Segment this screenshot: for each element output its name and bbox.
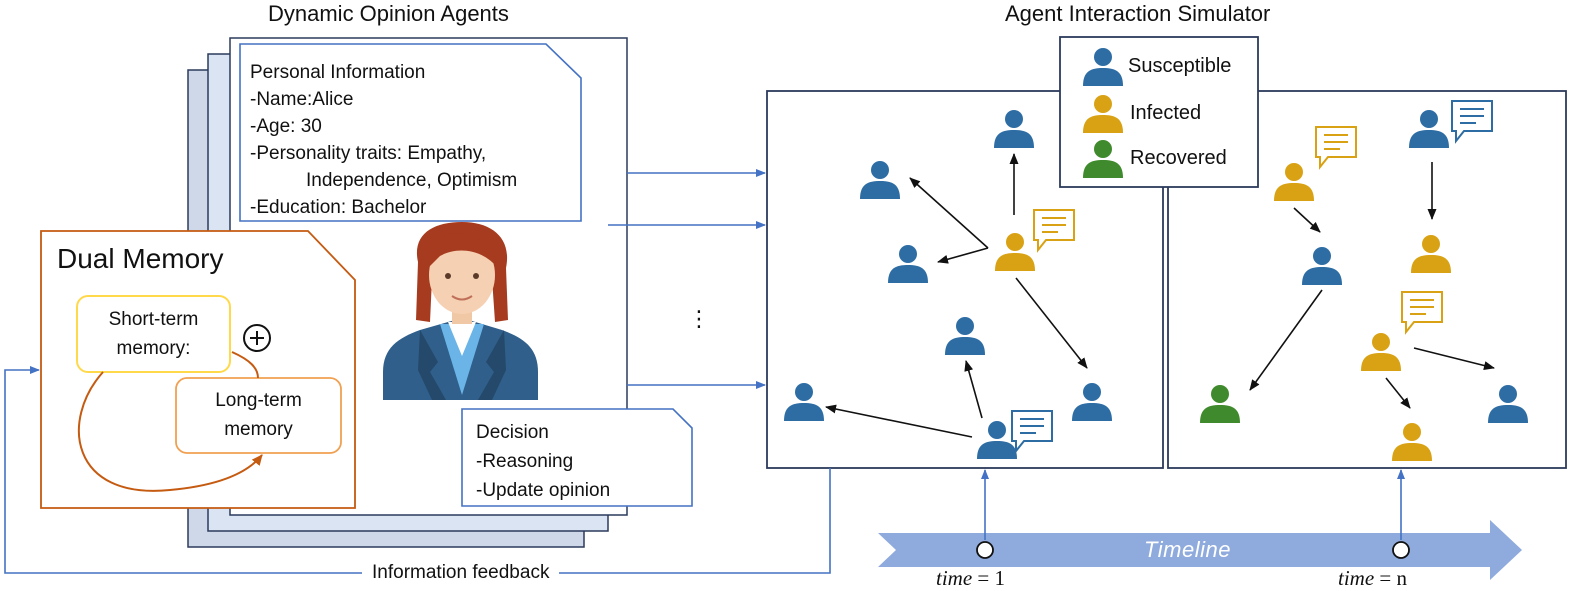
agent-node-susceptible bbox=[888, 245, 928, 283]
agent-node-susceptible bbox=[1072, 383, 1112, 421]
decision-heading: Decision bbox=[476, 422, 549, 443]
agent-node-susceptible bbox=[977, 421, 1017, 459]
personal-info-heading: Personal Information bbox=[250, 62, 426, 83]
personal-info-box bbox=[239, 43, 582, 222]
agent-node-infected bbox=[1392, 423, 1432, 461]
agent-node-infected bbox=[1361, 333, 1401, 371]
legend-infected-label: Infected bbox=[1130, 102, 1202, 124]
timeline-point-start bbox=[976, 541, 994, 559]
timeline-label: Timeline bbox=[1144, 537, 1231, 562]
decision-box bbox=[461, 408, 693, 507]
time-end-label: time = n bbox=[1338, 566, 1407, 590]
legend-recovered-label: Recovered bbox=[1130, 147, 1227, 169]
agent-nodes bbox=[784, 48, 1528, 461]
speech-bubble-icon bbox=[1011, 410, 1053, 454]
more-agents-ellipsis: ⋮ bbox=[688, 306, 710, 331]
timeline-point-end bbox=[1392, 541, 1410, 559]
speech-bubble-icon bbox=[1315, 126, 1357, 170]
dual-memory-title: Dual Memory bbox=[57, 243, 224, 274]
agent-node-susceptible bbox=[994, 110, 1034, 148]
decision-text: Decision -Reasoning -Update opinion bbox=[476, 418, 610, 505]
agent-node-susceptible bbox=[945, 317, 985, 355]
agent-node-susceptible bbox=[1409, 110, 1449, 148]
agent-node-infected bbox=[1411, 235, 1451, 273]
personal-info: Personal Information -Name:Alice -Age: 3… bbox=[250, 59, 517, 221]
agent-node-susceptible bbox=[860, 161, 900, 199]
personal-info-name: -Name:Alice bbox=[250, 89, 354, 110]
legend-susceptible-icon-susceptible bbox=[1083, 48, 1123, 86]
time-start-label: time = 1 bbox=[936, 566, 1005, 590]
personal-info-age: -Age: 30 bbox=[250, 116, 322, 137]
agents-panel-title: Dynamic Opinion Agents bbox=[268, 1, 509, 26]
agent-node-infected bbox=[1274, 163, 1314, 201]
agent-node-recovered bbox=[1200, 385, 1240, 423]
decision-update: -Update opinion bbox=[476, 480, 611, 501]
memory-cycle-arrow bbox=[77, 371, 263, 492]
agent-node-susceptible bbox=[1302, 247, 1342, 285]
speech-bubbles bbox=[1011, 100, 1493, 454]
decision-reasoning: -Reasoning bbox=[476, 451, 574, 472]
agent-node-infected bbox=[995, 233, 1035, 271]
short-term-memory-box bbox=[76, 295, 231, 373]
personal-info-education: -Education: Bachelor bbox=[250, 197, 427, 218]
information-feedback-line bbox=[4, 366, 831, 574]
woman-avatar-icon bbox=[383, 222, 538, 400]
legend-recovered-icon-recovered bbox=[1083, 140, 1123, 178]
speech-bubble-icon bbox=[1451, 100, 1493, 144]
personal-info-traits: -Personality traits: Empathy, bbox=[250, 143, 487, 164]
agent-node-susceptible bbox=[1488, 385, 1528, 423]
legend-infected-icon-infected bbox=[1083, 95, 1123, 133]
timeline-arrow bbox=[878, 520, 1522, 580]
speech-bubble-icon bbox=[1033, 209, 1075, 253]
short-term-memory-label: Short-term memory: bbox=[108, 309, 199, 359]
personal-info-traits-cont: Independence, Optimism bbox=[306, 170, 518, 191]
long-term-memory-label: Long-term memory bbox=[215, 390, 302, 440]
information-feedback-label: Information feedback bbox=[362, 562, 560, 584]
legend-susceptible-label: Susceptible bbox=[1128, 55, 1232, 77]
speech-bubble-icon bbox=[1401, 291, 1443, 335]
agent-node-susceptible bbox=[784, 383, 824, 421]
simulator-panel-title: Agent Interaction Simulator bbox=[1005, 1, 1271, 26]
